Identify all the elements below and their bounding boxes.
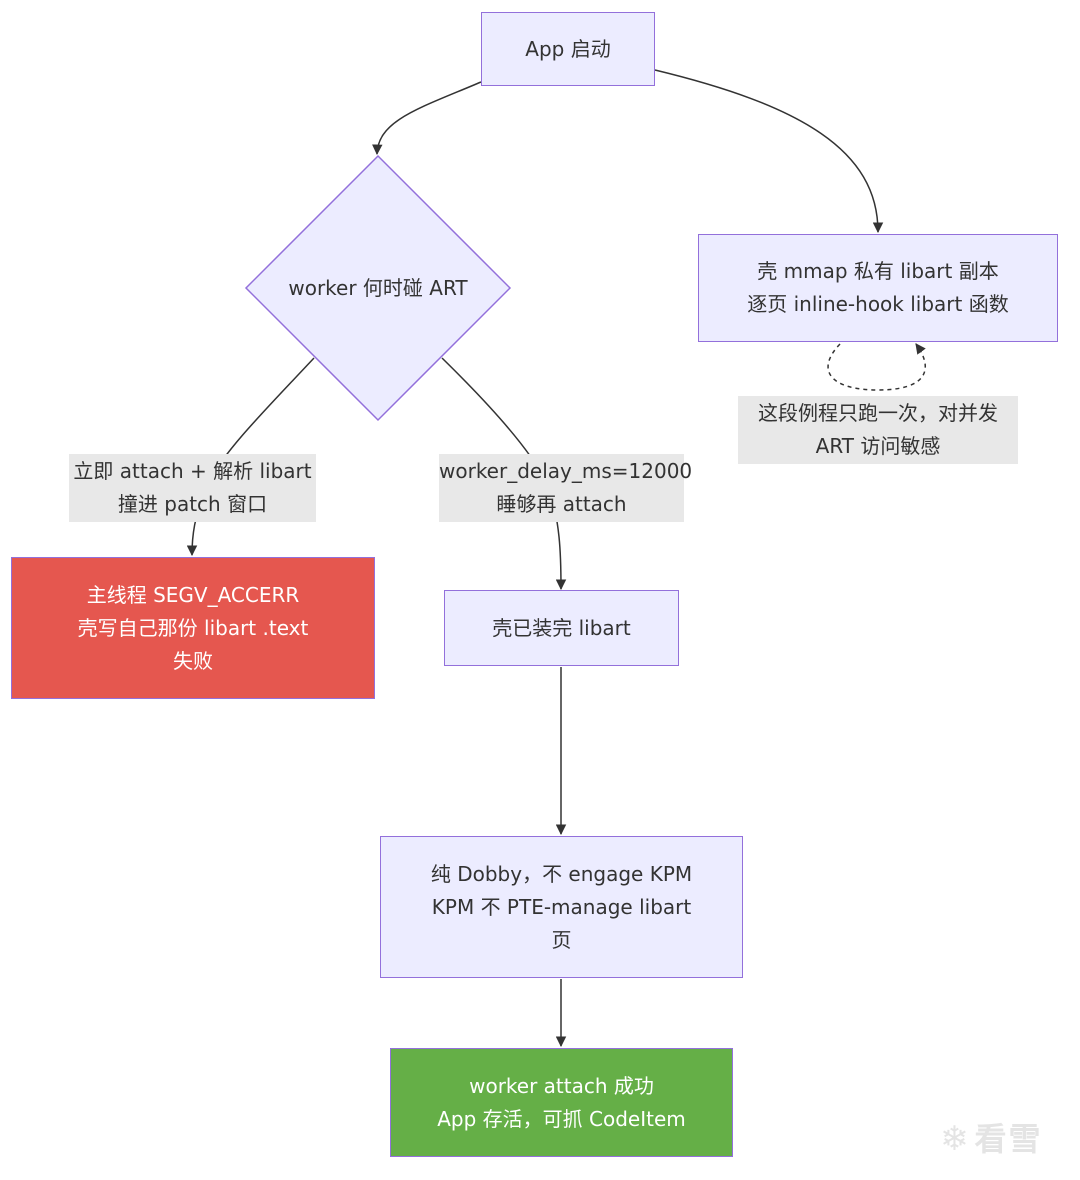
node-shell-done-label: 壳已装完 libart (492, 615, 631, 640)
edge-start-to-decision (372, 81, 482, 156)
node-pure-dobby: 纯 Dobby，不 engage KPM KPM 不 PTE-manage li… (380, 836, 743, 978)
node-crash-line-3: 失败 (173, 648, 213, 673)
node-shell-mmap: 壳 mmap 私有 libart 副本 逐页 inline-hook libar… (698, 234, 1058, 342)
edge-label-self-loop-line-1: 这段例程只跑一次，对并发 (758, 401, 998, 425)
watermark-text: 看雪 (974, 1120, 1043, 1158)
node-success-line-2: App 存活，可抓 CodeItem (437, 1106, 686, 1131)
edge-label-self-loop: 这段例程只跑一次，对并发 ART 访问敏感 (738, 396, 1018, 464)
edge-label-attach-now-line-1: 立即 attach + 解析 libart (73, 459, 312, 483)
edge-label-attach-now: 立即 attach + 解析 libart 撞进 patch 窗口 (69, 454, 316, 522)
node-shell-mmap-line-1: 壳 mmap 私有 libart 副本 (757, 259, 999, 283)
node-pure-dobby-line-3: 页 (551, 927, 572, 952)
snowflake-icon: ❄ (940, 1119, 969, 1159)
node-success-line-1: worker attach 成功 (469, 1073, 654, 1098)
edge-label-delay-line-1: worker_delay_ms=12000 (439, 459, 693, 483)
edge-self-loop (827, 343, 926, 391)
node-success: worker attach 成功 App 存活，可抓 CodeItem (390, 1048, 733, 1157)
edge-label-attach-now-line-2: 撞进 patch 窗口 (117, 492, 268, 516)
decision-diamond (244, 154, 512, 422)
edge-label-delay: worker_delay_ms=12000 睡够再 attach (439, 454, 693, 522)
edge-start-to-shell-mmap (654, 69, 884, 234)
node-shell-done: 壳已装完 libart (444, 590, 679, 666)
node-pure-dobby-line-2: KPM 不 PTE-manage libart (431, 894, 692, 919)
node-crash: 主线程 SEGV_ACCERR 壳写自己那份 libart .text 失败 (11, 557, 375, 699)
node-shell-mmap-line-2: 逐页 inline-hook libart 函数 (747, 292, 1009, 316)
edge-label-self-loop-line-2: ART 访问敏感 (815, 434, 941, 458)
node-app-start: App 启动 (481, 12, 655, 86)
edge-label-delay-line-2: 睡够再 attach (496, 492, 627, 516)
node-crash-line-2: 壳写自己那份 libart .text (77, 615, 309, 640)
node-pure-dobby-line-1: 纯 Dobby，不 engage KPM (430, 861, 693, 886)
watermark: ❄ 看雪 (940, 1116, 1070, 1162)
node-crash-line-1: 主线程 SEGV_ACCERR (86, 582, 300, 607)
node-app-start-label: App 启动 (525, 36, 611, 61)
decision-label: worker 何时碰 ART (288, 276, 468, 300)
